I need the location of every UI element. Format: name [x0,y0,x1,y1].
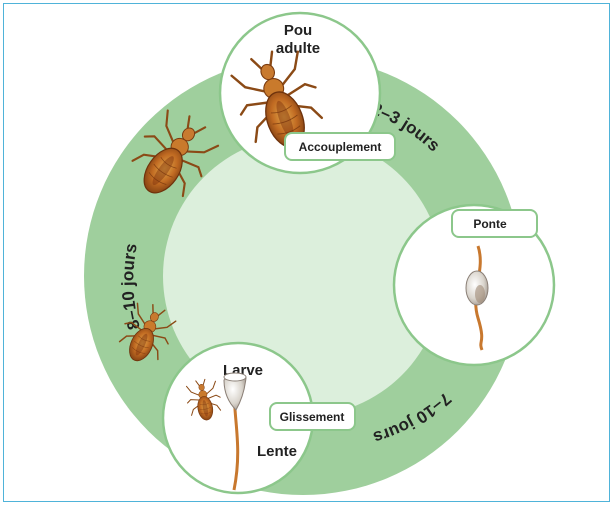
adult-label-line2: adulte [276,40,320,57]
egg-nit-icon [223,372,247,411]
stage-ponte: Ponte [392,203,556,367]
ponte-label: Ponte [473,217,507,231]
stage-larve-lente: Larve Lente Glissement [161,341,356,495]
lente-label: Lente [257,443,297,460]
hair-strand-icon [474,245,484,351]
egg-nit-icon [465,270,489,306]
glissement-label: Glissement [280,410,345,424]
accouplement-label: Accouplement [299,140,382,154]
stage-adult: Pou adulte Accouplement [218,11,396,175]
ponte-box [451,209,538,238]
adult-label-line1: Pou [284,22,312,39]
accouplement-box [284,132,396,161]
glissement-box [269,402,356,431]
